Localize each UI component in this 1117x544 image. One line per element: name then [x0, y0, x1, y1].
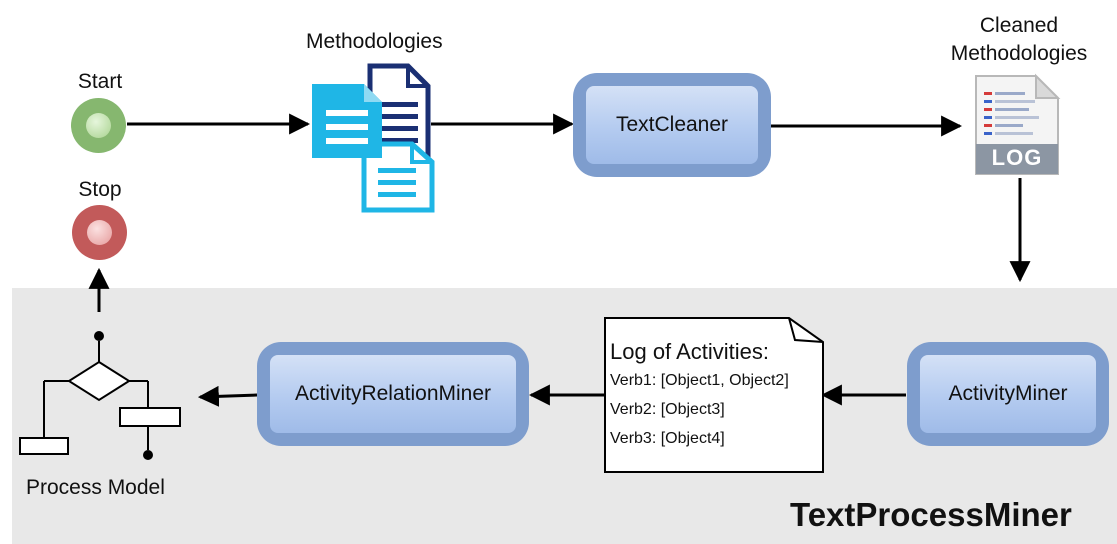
- textcleaner-label: TextCleaner: [586, 86, 758, 164]
- cleaned-label-line-1: Cleaned: [979, 14, 1059, 37]
- log-note-line: Verb2: [Object3]: [610, 401, 725, 418]
- log-note-line: Verb3: [Object4]: [610, 430, 725, 447]
- textcleaner-process: TextCleaner: [573, 73, 771, 177]
- start-label: Start: [77, 70, 123, 93]
- container-title: TextProcessMiner: [790, 496, 1072, 533]
- document-stack-icon: [312, 63, 435, 213]
- activityrelationminer-label: ActivityRelationMiner: [270, 355, 516, 433]
- log-file-icon: [975, 73, 1061, 175]
- log-badge: LOG: [991, 145, 1043, 170]
- start-node-center: [86, 113, 111, 138]
- process-model-label: Process Model: [26, 476, 165, 499]
- cleaned-label-line-2: Methodologies: [950, 42, 1088, 65]
- activityminer-label: ActivityMiner: [920, 355, 1096, 433]
- stop-label: Stop: [78, 178, 122, 201]
- log-note-title: Log of Activities:: [610, 339, 769, 364]
- log-note-line: Verb1: [Object1, Object2]: [610, 372, 789, 389]
- cleaned-methodologies-label: Cleaned Methodologies: [924, 12, 1114, 68]
- arrow-relationminer-to-processmodel: [197, 385, 258, 407]
- activityminer-process: ActivityMiner: [907, 342, 1109, 446]
- methodologies-label: Methodologies: [306, 30, 443, 53]
- stop-node-center: [87, 220, 112, 245]
- log-note-shape: [604, 317, 824, 473]
- activityrelationminer-process: ActivityRelationMiner: [257, 342, 529, 446]
- flowchart-icon: [19, 331, 181, 460]
